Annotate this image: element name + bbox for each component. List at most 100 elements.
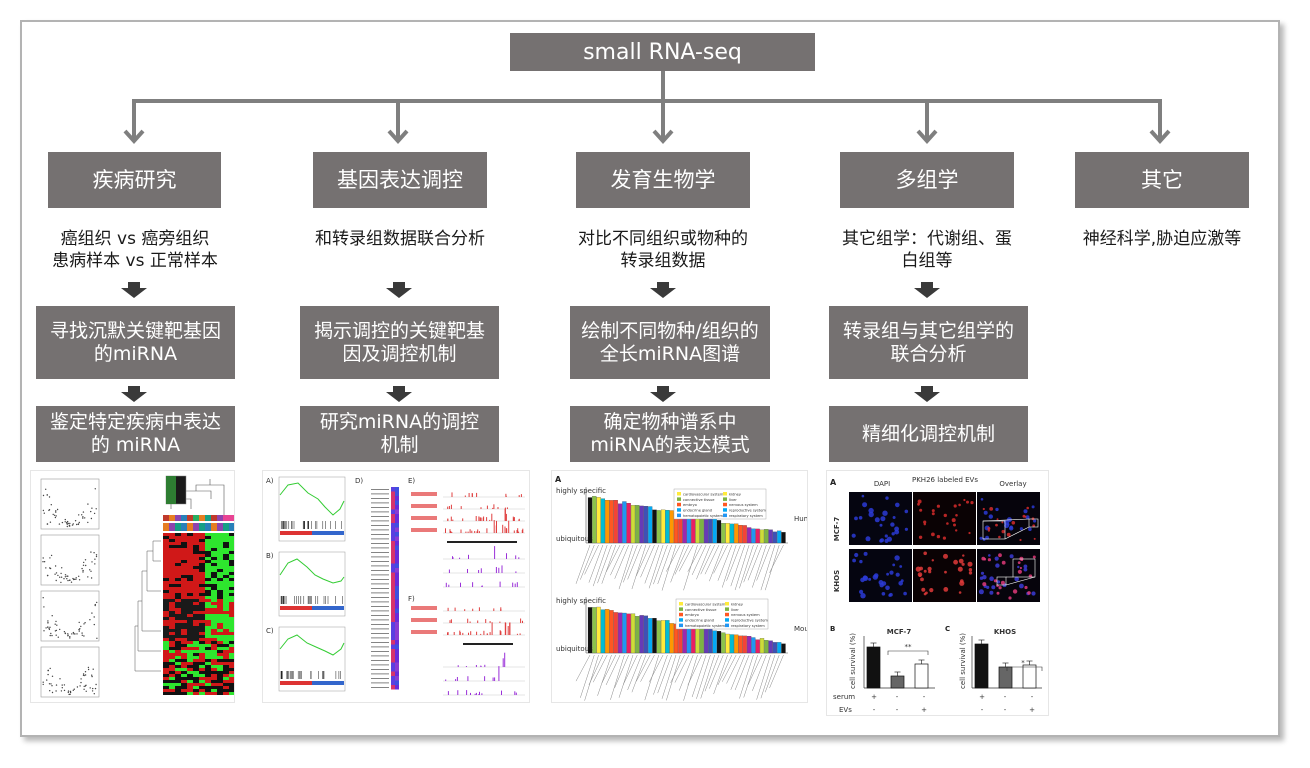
category-label: 基因表达调控 xyxy=(337,167,463,192)
step2-box-omics: 精细化调控机制 xyxy=(829,406,1028,462)
svg-text:highly specific: highly specific xyxy=(556,487,606,495)
figure-multiomics-evs: A DAPI PKH26 labeled EVs Overlay MCF-7 K… xyxy=(826,470,1049,716)
legend-entry: reproductive system xyxy=(729,509,766,513)
figure-disease-svg xyxy=(40,475,234,698)
category-label: 其它 xyxy=(1141,167,1183,192)
gsea-gradient-bars xyxy=(280,531,344,685)
legend-entry: liver xyxy=(729,498,737,502)
category-label: 发育生物学 xyxy=(610,167,716,192)
svg-text:-: - xyxy=(1004,706,1007,714)
step2-box-gene: 研究miRNA的调控机制 xyxy=(300,406,499,462)
legend-entry: nervous system xyxy=(731,613,760,617)
legend-entry: hematopoietic system xyxy=(683,514,724,518)
legend-entry: endocrine gland xyxy=(683,509,712,513)
arrow-dev xyxy=(652,129,674,144)
svg-text:KHOS: KHOS xyxy=(833,570,841,592)
svg-text:D): D) xyxy=(355,477,363,485)
svg-text:-: - xyxy=(923,693,926,701)
svg-text:B: B xyxy=(830,625,835,633)
heatmap-dendrogram-left xyxy=(134,540,161,672)
desc-dev: 对比不同组织或物种的转录组数据 xyxy=(578,229,748,271)
legend-entry: kidney xyxy=(731,602,744,606)
root-box: small RNA-seq xyxy=(510,33,815,71)
desc-gene: 和转录组数据联合分析 xyxy=(315,229,485,249)
category-label: 多组学 xyxy=(895,167,959,192)
svg-text:-: - xyxy=(873,706,876,714)
down-arrow-dev-2 xyxy=(650,386,676,402)
down-arrow-omics-1 xyxy=(914,282,940,298)
legend-entry: respiratory system xyxy=(729,514,763,518)
svg-text:C: C xyxy=(945,625,950,633)
svg-text:*: * xyxy=(1021,659,1025,667)
svg-text:cell survival (%): cell survival (%) xyxy=(849,633,857,689)
legend-entry: respiratory system xyxy=(731,624,765,628)
down-arrow-omics-2 xyxy=(914,386,940,402)
legend-entry: hematopoietic system xyxy=(685,624,726,628)
svg-text:+: + xyxy=(871,693,877,701)
svg-text:B): B) xyxy=(266,552,274,560)
svg-text:MCF-7: MCF-7 xyxy=(887,628,912,636)
arrow-other xyxy=(1149,129,1171,144)
svg-text:+: + xyxy=(1029,706,1035,714)
svg-text:-: - xyxy=(981,706,984,714)
svg-text:-: - xyxy=(1031,693,1034,701)
desc-disease: 癌组织 vs 癌旁组织患病样本 vs 正常样本 xyxy=(52,229,218,271)
svg-text:-: - xyxy=(896,706,899,714)
category-box-omics: 多组学 xyxy=(840,152,1014,208)
svg-text:MCF-7: MCF-7 xyxy=(833,517,841,542)
down-arrow-disease-1 xyxy=(121,282,147,298)
svg-text:highly specific: highly specific xyxy=(556,597,606,605)
step1-box-gene: 揭示调控的关键靶基因及调控机制 xyxy=(300,306,499,379)
svg-text:PKH26 labeled EVs: PKH26 labeled EVs xyxy=(912,476,978,484)
figure-dev-specificity: A highly specific ubiquitous highly spec… xyxy=(551,470,808,703)
svg-text:+: + xyxy=(979,693,985,701)
svg-text:A): A) xyxy=(266,477,274,485)
svg-text:serum: serum xyxy=(833,693,855,701)
legend-entry: kidney xyxy=(729,492,742,496)
down-arrow-gene-1 xyxy=(386,282,412,298)
svg-text:-: - xyxy=(1004,693,1007,701)
step1-box-disease: 寻找沉默关键靶基因的miRNA xyxy=(36,306,235,379)
microscopy-grid xyxy=(849,492,1040,602)
svg-text:DAPI: DAPI xyxy=(874,480,890,488)
svg-text:F): F) xyxy=(408,595,415,603)
svg-text:Hum: Hum xyxy=(794,515,808,523)
category-box-gene: 基因表达调控 xyxy=(313,152,487,208)
figure-dev-svg: A highly specific ubiquitous highly spec… xyxy=(555,475,808,701)
down-arrow-dev-1 xyxy=(650,282,676,298)
legend-entry: cardiovascular system xyxy=(683,492,724,496)
panel-a-label: A xyxy=(555,475,562,484)
svg-text:C): C) xyxy=(266,627,274,635)
svg-text:Overlay: Overlay xyxy=(999,480,1026,488)
svg-text:ubiquitous: ubiquitous xyxy=(556,645,593,653)
figure-multi-svg: A DAPI PKH26 labeled EVs Overlay MCF-7 K… xyxy=(830,476,1043,714)
svg-text:-: - xyxy=(896,693,899,701)
root-label: small RNA-seq xyxy=(583,39,742,65)
svg-text:KHOS: KHOS xyxy=(994,628,1016,636)
figure-gene-svg: A) B) C) D) E) F) xyxy=(266,476,525,696)
svg-text:E): E) xyxy=(408,477,415,485)
legend-entry: connective tissue xyxy=(685,608,717,612)
arrow-disease xyxy=(123,129,145,144)
figure-gene-regulation: A) B) C) D) E) F) xyxy=(262,470,530,703)
category-box-disease: 疾病研究 xyxy=(48,152,221,208)
svg-text:Mou: Mou xyxy=(794,625,808,633)
legend-entry: reproductive system xyxy=(731,619,768,623)
legend-entry: connective tissue xyxy=(683,498,715,502)
svg-text:cell survival (%): cell survival (%) xyxy=(959,633,967,689)
legend-entry: embryo xyxy=(683,503,697,507)
desc-other: 神经科学,胁迫应激等 xyxy=(1082,229,1242,249)
step2-box-disease: 鉴定特定疾病中表达的 miRNA xyxy=(36,406,235,462)
svg-text:**: ** xyxy=(905,643,913,651)
category-label: 疾病研究 xyxy=(92,167,177,192)
down-arrow-gene-2 xyxy=(386,386,412,402)
legend-entry: nervous system xyxy=(729,503,758,507)
arrow-gene xyxy=(387,129,409,144)
step1-box-omics: 转录组与其它组学的联合分析 xyxy=(829,306,1028,379)
category-box-dev: 发育生物学 xyxy=(576,152,750,208)
legend-entry: cardiovascular system xyxy=(685,602,726,606)
down-arrow-disease-2 xyxy=(121,386,147,402)
svg-text:+: + xyxy=(921,706,927,714)
svg-text:ubiquitous: ubiquitous xyxy=(556,535,593,543)
figure-disease-volcano-heatmap xyxy=(30,470,235,703)
